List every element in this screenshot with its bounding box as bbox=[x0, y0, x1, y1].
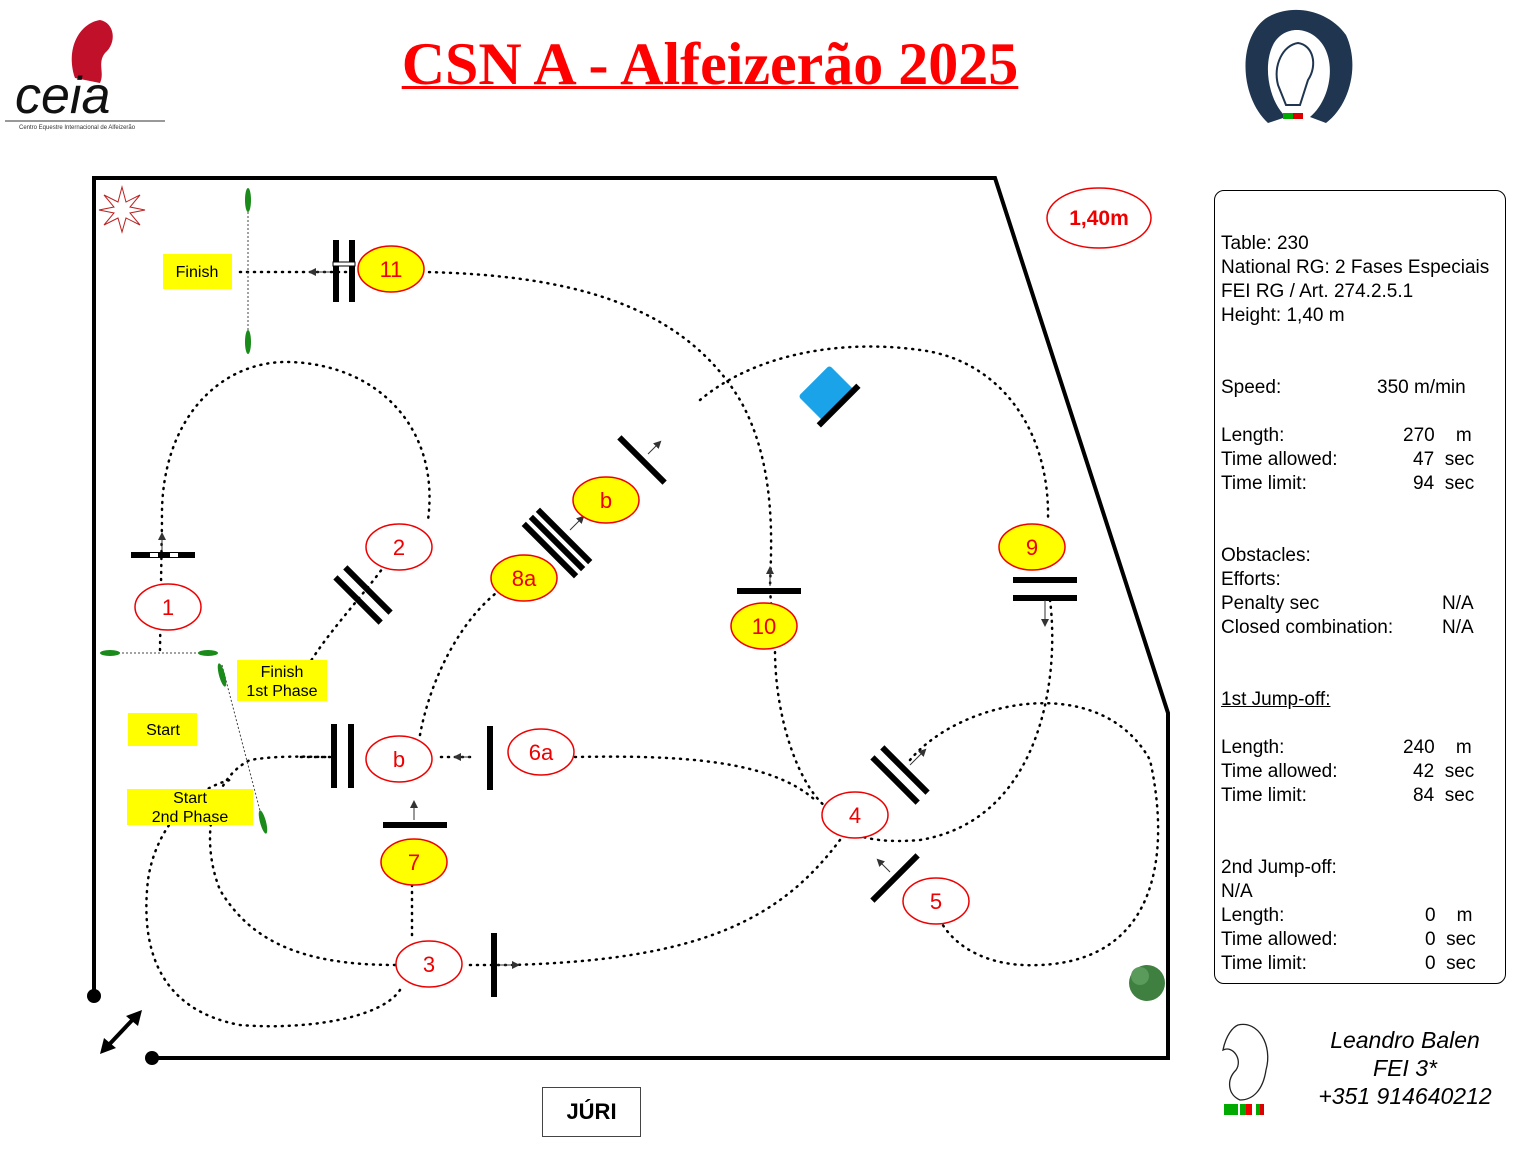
page-title: CSN A - Alfeizerão 2025 bbox=[401, 31, 1019, 97]
svg-text:ceia: ceia bbox=[15, 67, 110, 125]
badge-label: 3 bbox=[423, 952, 435, 977]
speed-label: Speed: bbox=[1221, 377, 1282, 398]
jumpoff2-na: N/A bbox=[1221, 881, 1253, 902]
badge-label: 11 bbox=[380, 257, 403, 282]
badge-label: 6a bbox=[529, 740, 554, 765]
height-text: Height: 1,40 m bbox=[1221, 305, 1345, 326]
length-value: 270 m bbox=[1403, 425, 1472, 446]
start-phase2-label: Start bbox=[173, 790, 207, 807]
finish-line bbox=[245, 188, 251, 354]
finish-phase1-line bbox=[100, 650, 218, 656]
time-limit-value: 94 sec bbox=[1413, 473, 1475, 494]
badge-label: 10 bbox=[752, 614, 776, 639]
start-label: Start bbox=[146, 722, 180, 739]
table-text: Table: 230 bbox=[1221, 233, 1309, 254]
designer-level: FEI 3* bbox=[1373, 1055, 1437, 1081]
fei-rg-text: FEI RG / Art. 274.2.5.1 bbox=[1221, 281, 1414, 302]
arena-border bbox=[92, 176, 1170, 1060]
badge-label: 7 bbox=[408, 850, 420, 875]
course-info-panel: Table: 230 National RG: 2 Fases Especiai… bbox=[1214, 190, 1506, 984]
jump-9 bbox=[1013, 577, 1077, 601]
speed-value: 350 m/min bbox=[1377, 377, 1466, 398]
badge-label: 9 bbox=[1026, 535, 1038, 560]
jo2-time-allowed-value: 0 sec bbox=[1425, 929, 1476, 950]
start-phase2-label-2: 2nd Phase bbox=[152, 809, 229, 826]
course-track bbox=[145, 270, 1160, 1028]
jump-5 bbox=[870, 853, 920, 903]
badge-label: 4 bbox=[849, 803, 861, 828]
jo1-length-value: 240 m bbox=[1403, 737, 1472, 758]
penalty-label: Penalty sec bbox=[1221, 593, 1320, 614]
fep-logo bbox=[1238, 5, 1358, 130]
closed-combination-value: N/A bbox=[1442, 617, 1474, 638]
double-arrow-icon bbox=[100, 1010, 142, 1054]
finish-phase1-label-2: 1st Phase bbox=[246, 683, 317, 700]
badge-11 bbox=[357, 245, 425, 293]
time-allowed-value: 47 sec bbox=[1413, 449, 1475, 470]
jump-3 bbox=[491, 933, 497, 997]
obstacles-label: Obstacles: bbox=[1221, 545, 1311, 566]
jo1-time-limit-label: Time limit: bbox=[1221, 785, 1307, 806]
jo2-length-value: 0 m bbox=[1425, 905, 1473, 926]
jo2-time-limit-value: 0 sec bbox=[1425, 953, 1476, 974]
finish-phase1-label: Finish bbox=[261, 664, 304, 681]
height-badge-label: 1,40m bbox=[1069, 207, 1129, 230]
jump-8b-oxer bbox=[617, 435, 667, 485]
time-allowed-label: Time allowed: bbox=[1221, 449, 1338, 470]
jump-7 bbox=[383, 822, 447, 828]
jury-box: JÚRI bbox=[542, 1087, 641, 1137]
jo2-length-label: Length: bbox=[1221, 905, 1285, 926]
badge-label: 2 bbox=[393, 535, 405, 560]
jo1-time-limit-value: 84 sec bbox=[1413, 785, 1475, 806]
tree-icon bbox=[1129, 965, 1165, 1001]
jump-11 bbox=[332, 240, 356, 302]
penalty-value: N/A bbox=[1442, 593, 1474, 614]
height-badge bbox=[1046, 187, 1152, 249]
designer-phone: +351 914640212 bbox=[1318, 1083, 1492, 1109]
jump-8ab bbox=[521, 507, 593, 579]
efforts-label: Efforts: bbox=[1221, 569, 1281, 590]
jump-2 bbox=[333, 565, 393, 625]
water-jump bbox=[799, 366, 861, 428]
finish-label: Finish bbox=[176, 264, 219, 281]
jump-4 bbox=[870, 745, 930, 805]
start-phase2-line bbox=[217, 663, 268, 834]
time-limit-label: Time limit: bbox=[1221, 473, 1307, 494]
horse-logo-icon: ceia Centro Equestre Internacional de Al… bbox=[5, 20, 165, 131]
jo1-time-allowed-label: Time allowed: bbox=[1221, 761, 1338, 782]
designer-name: Leandro Balen bbox=[1330, 1027, 1480, 1053]
jumpoff2-title: 2nd Jump-off: bbox=[1221, 857, 1337, 878]
national-rg-text: National RG: 2 Fases Especiais bbox=[1221, 257, 1490, 278]
svg-text:Centro Equestre Internacional: Centro Equestre Internacional de Alfeize… bbox=[19, 125, 136, 131]
federation-horseshoe-icon bbox=[1245, 9, 1353, 123]
jump-6ab bbox=[331, 724, 493, 790]
jo2-time-allowed-label: Time allowed: bbox=[1221, 929, 1338, 950]
designer-logo bbox=[1218, 1015, 1278, 1120]
closed-combination-label: Closed combination: bbox=[1221, 617, 1394, 638]
badge-label: 1 bbox=[162, 595, 174, 620]
jo1-time-allowed-value: 42 sec bbox=[1413, 761, 1475, 782]
horse-head-icon bbox=[1222, 1023, 1269, 1115]
compass-star-icon bbox=[98, 185, 146, 234]
jump-1 bbox=[131, 552, 195, 558]
badge-label: 8a bbox=[512, 566, 537, 591]
badge-label: 5 bbox=[930, 889, 942, 914]
jo2-time-limit-label: Time limit: bbox=[1221, 953, 1307, 974]
course-designer: Leandro Balen FEI 3* +351 914640212 bbox=[1290, 1026, 1520, 1110]
length-label: Length: bbox=[1221, 425, 1285, 446]
jump-10 bbox=[737, 588, 801, 594]
jumpoff1-title: 1st Jump-off: bbox=[1221, 689, 1331, 710]
jo1-length-label: Length: bbox=[1221, 737, 1285, 758]
badge-label: b bbox=[600, 488, 612, 513]
ceia-logo: ceia Centro Equestre Internacional de Al… bbox=[5, 8, 170, 133]
badge-label: b bbox=[393, 747, 405, 772]
